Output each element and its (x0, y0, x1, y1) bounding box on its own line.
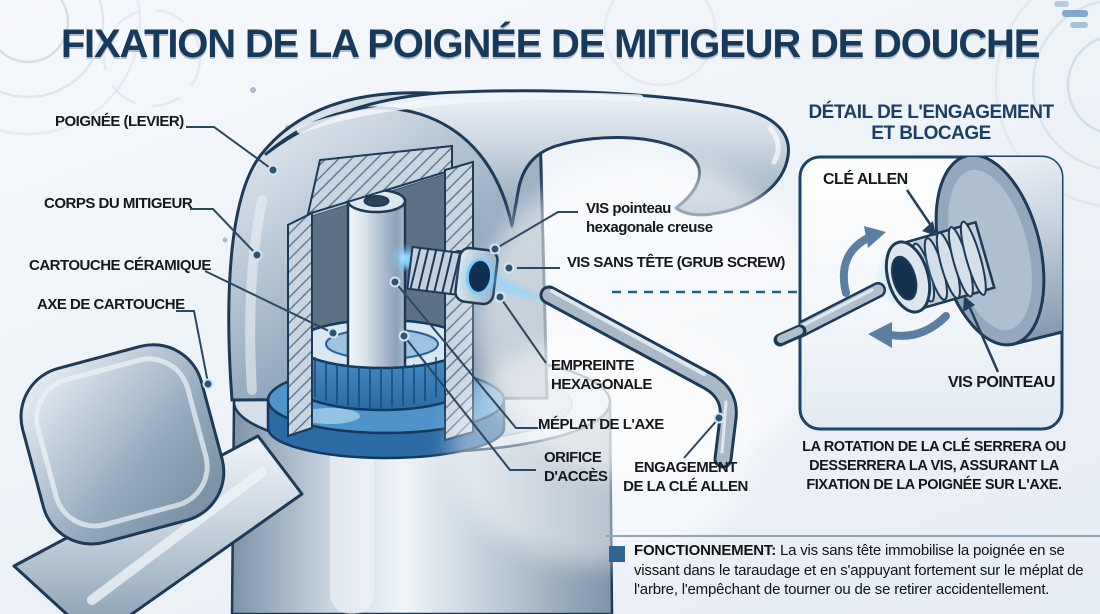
label-backdrop (450, 160, 825, 565)
panel-handle-cylinder (934, 157, 1062, 347)
rotation-arrows (839, 226, 950, 348)
label-orifice: ORIFICE D'ACCÈS (544, 448, 608, 486)
label-meplat: MÉPLAT DE L'AXE (538, 416, 664, 433)
page-title: FIXATION DE LA POIGNÉE DE MITIGEUR DE DO… (60, 22, 1041, 66)
label-engagement: ENGAGEMENT DE LA CLÉ ALLEN (618, 458, 753, 496)
footer-label: FONCTIONNEMENT: (634, 542, 776, 559)
label-vis-sans-tete: VIS SANS TÊTE (GRUB SCREW) (567, 254, 785, 271)
label-vis-pointeau-panel: VIS POINTEAU (948, 374, 1055, 391)
panel-grub-screw (874, 220, 996, 314)
detail-panel (773, 155, 1064, 431)
footer-text: FONCTIONNEMENT: La vis sans tête immobil… (634, 541, 1099, 600)
leader-dots (202, 164, 725, 424)
label-empreinte-line2: HEXAGONALE (551, 376, 652, 393)
label-cartouche: CARTOUCHE CÉRAMIQUE (29, 257, 211, 274)
footer-separator (606, 535, 1100, 537)
label-empreinte-line1: EMPREINTE (551, 357, 635, 374)
label-engagement-line2: DE LA CLÉ ALLEN (623, 478, 748, 495)
detail-panel-heading: DÉTAIL DE L'ENGAGEMENT ET BLOCAGE (808, 102, 1054, 144)
label-vis-pointeau-line2: hexagonale creuse (586, 219, 713, 236)
footer-body: La vis sans tête immobilise la poignée e… (634, 542, 1084, 598)
label-empreinte: EMPREINTE HEXAGONALE (551, 356, 652, 394)
panel-pointer-arrows (905, 189, 1000, 373)
leader-lines (176, 126, 720, 471)
label-corps: CORPS DU MITIGEUR (44, 195, 193, 212)
tech-marks (1054, 1, 1088, 28)
label-orifice-line1: ORIFICE (544, 449, 602, 466)
label-vis-pointeau: VIS pointeau hexagonale creuse (586, 199, 713, 237)
grub-screw (406, 245, 506, 306)
panel-key-stub-fill (777, 327, 803, 343)
handle-grip-end (19, 343, 226, 546)
label-orifice-line2: D'ACCÈS (544, 468, 608, 485)
footer-bullet (609, 546, 625, 562)
detail-panel-caption: LA ROTATION DE LA CLÉ SERRERA OU DESSERR… (802, 439, 1066, 493)
label-axe: AXE DE CARTOUCHE (37, 296, 185, 313)
background-decoration (0, 0, 1100, 207)
label-engagement-line1: ENGAGEMENT (634, 459, 737, 476)
label-cle-allen: CLÉ ALLEN (823, 171, 908, 188)
label-poignee: POIGNÉE (LEVIER) (55, 113, 184, 130)
label-vis-pointeau-line1: VIS pointeau (586, 200, 671, 217)
allen-key (539, 285, 738, 469)
